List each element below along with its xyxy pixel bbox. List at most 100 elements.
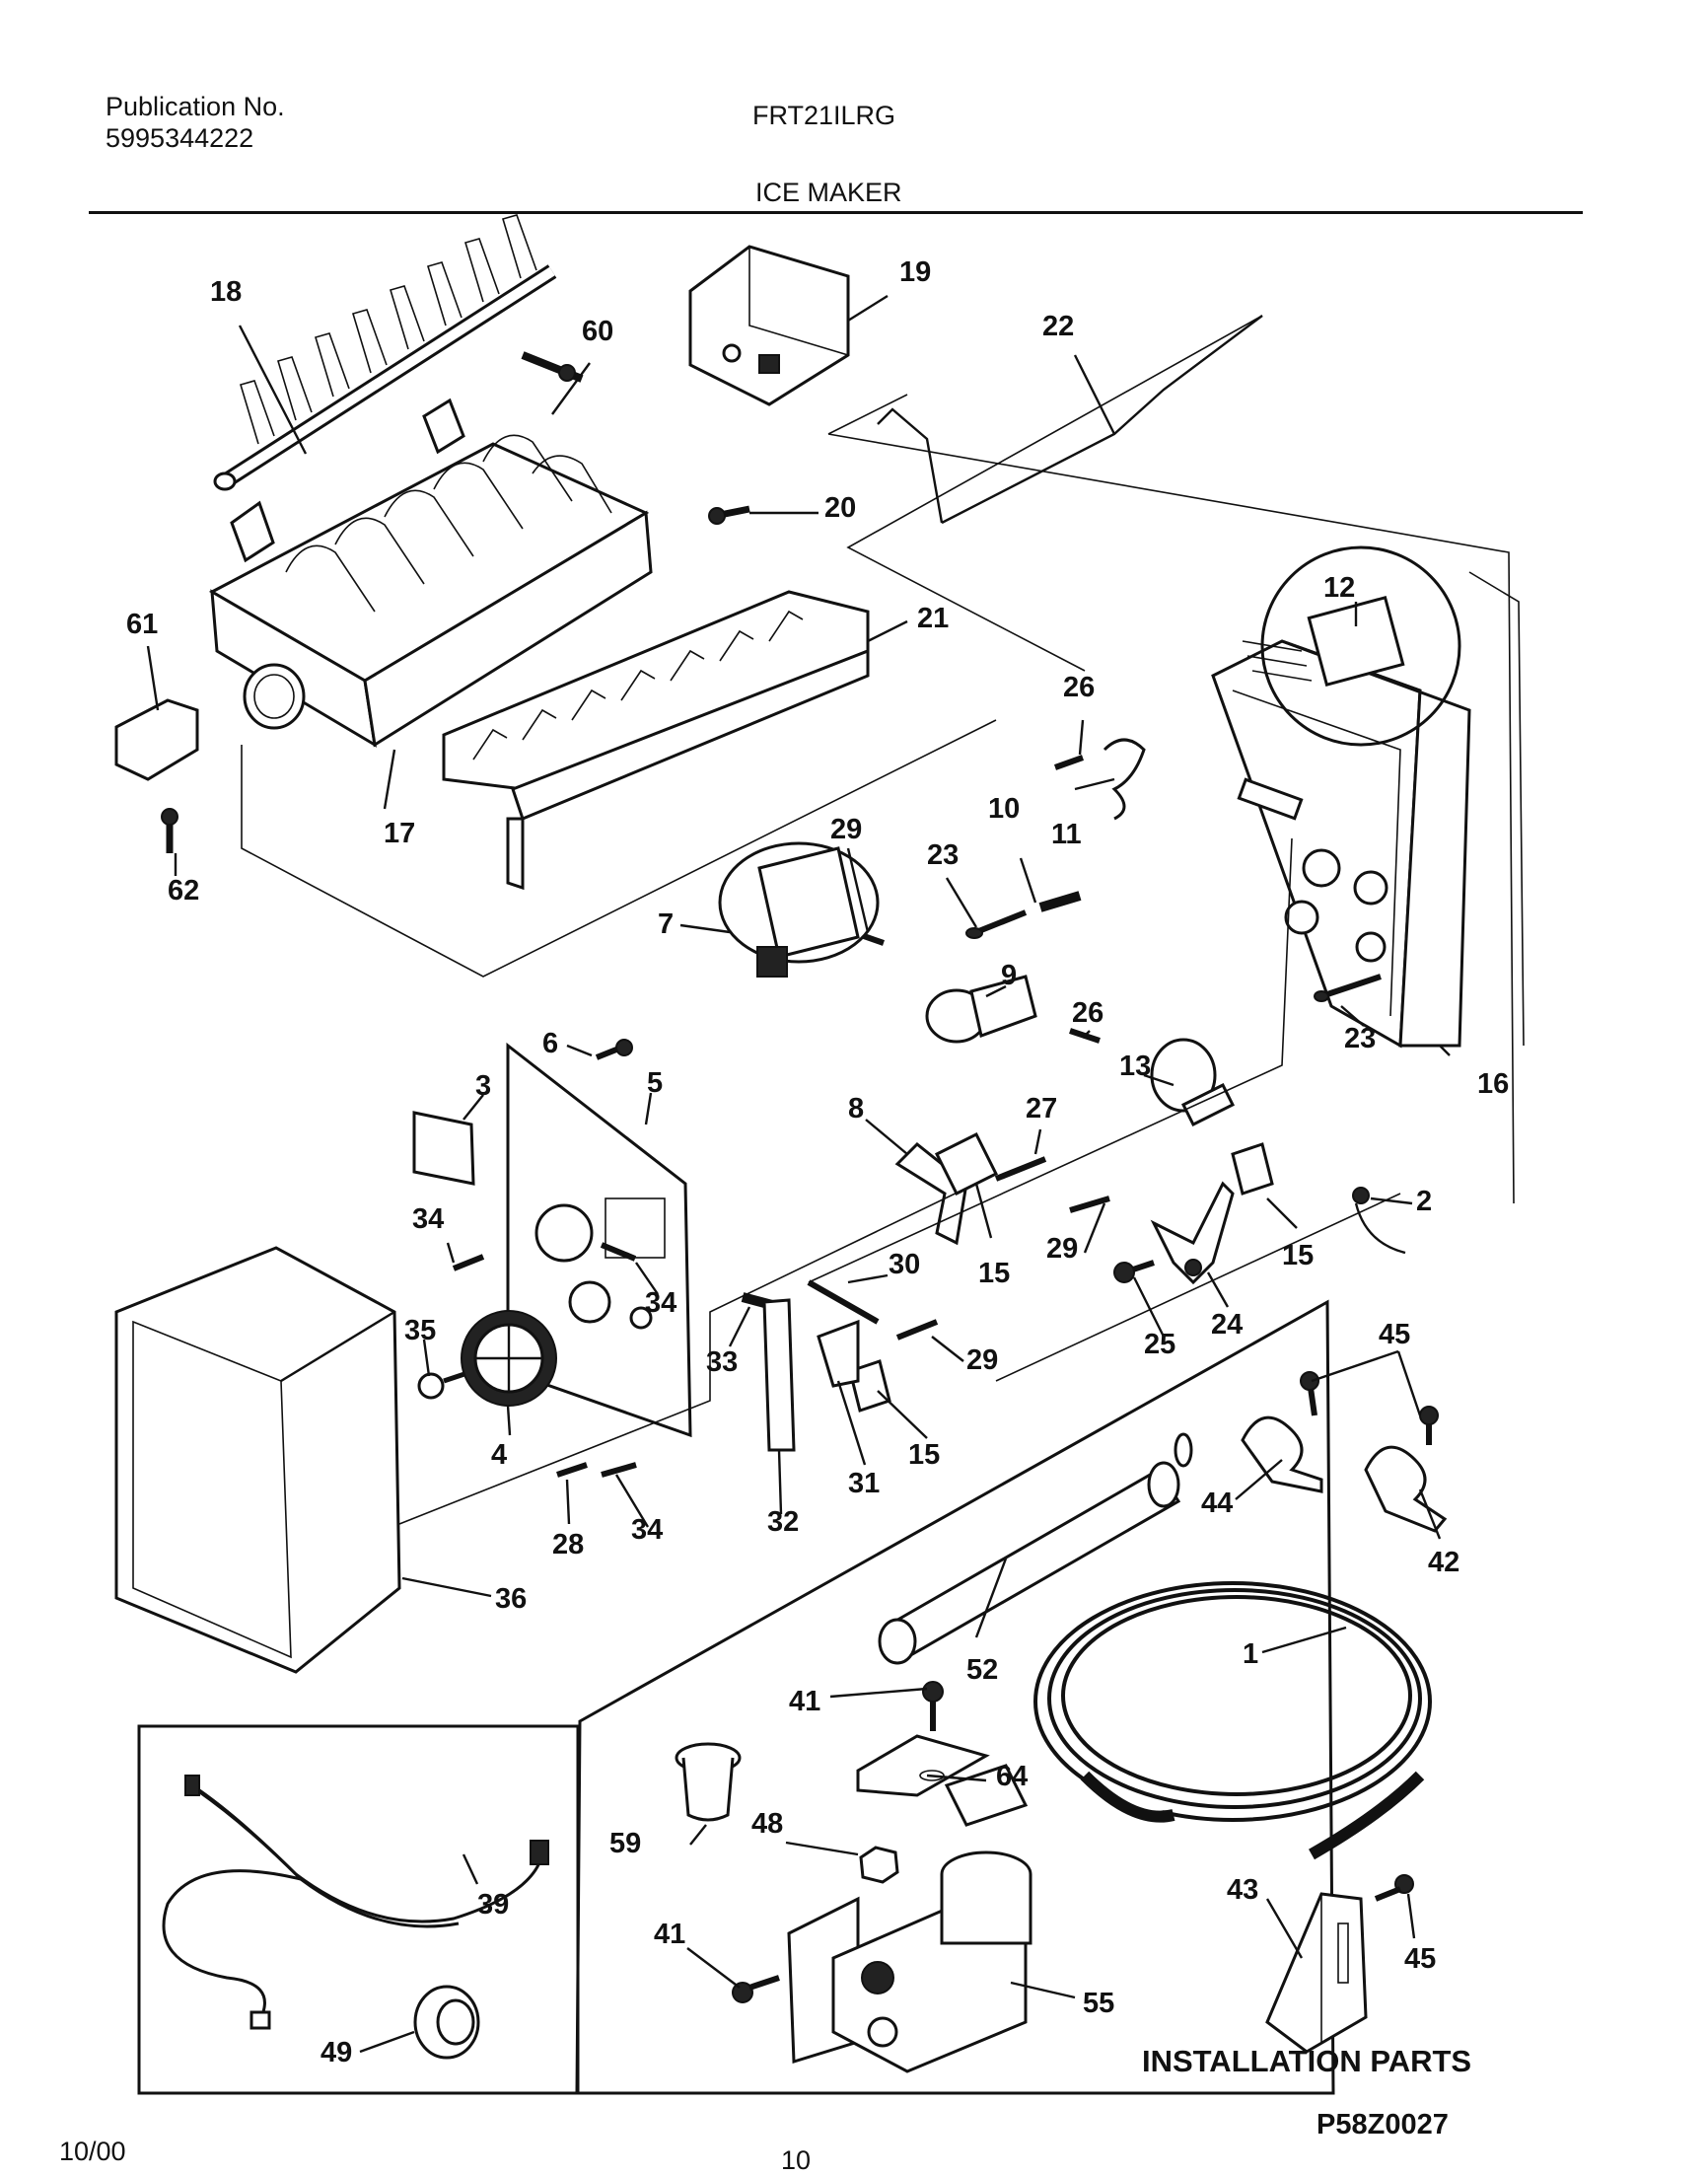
callout-34c: 34 xyxy=(631,1514,663,1546)
screw-41b xyxy=(732,1975,780,2003)
callout-2: 2 xyxy=(1416,1186,1432,1217)
screw-25 xyxy=(1113,1260,1155,1283)
callout-34a: 34 xyxy=(412,1203,444,1235)
wire-clip-11 xyxy=(1103,738,1146,821)
screw-41a xyxy=(922,1681,944,1731)
callout-42: 42 xyxy=(1428,1547,1459,1578)
callout-41b: 41 xyxy=(654,1919,685,1950)
control-housing-part xyxy=(1211,639,1471,1049)
footer-date: 10/00 xyxy=(59,2137,126,2166)
mylar-cover-3 xyxy=(412,1111,475,1186)
callout-25: 25 xyxy=(1144,1329,1175,1360)
callout-49: 49 xyxy=(320,2037,352,2068)
shield-part xyxy=(442,590,870,891)
screw-45a xyxy=(1300,1371,1439,1445)
callout-numbers: 18 60 19 22 20 21 61 17 62 12 26 11 29 1… xyxy=(126,256,1509,2068)
callout-29a: 29 xyxy=(830,814,862,845)
screw-23a xyxy=(965,909,1028,939)
screw-30 xyxy=(807,1279,880,1325)
clamp-44 xyxy=(1241,1415,1323,1493)
installation-parts-frame xyxy=(137,1299,1335,2095)
callout-61: 61 xyxy=(126,609,158,640)
callout-13: 13 xyxy=(1119,1051,1151,1082)
screw-2 xyxy=(1352,1187,1406,1255)
callout-leaders xyxy=(146,294,1451,2054)
callout-18: 18 xyxy=(210,276,242,308)
callout-27: 27 xyxy=(1026,1093,1057,1124)
callout-35: 35 xyxy=(404,1315,436,1346)
callout-23b: 23 xyxy=(1344,1023,1376,1054)
callout-15c: 15 xyxy=(908,1439,940,1471)
callout-22: 22 xyxy=(1042,311,1074,342)
bracket-43 xyxy=(1265,1892,1368,2054)
grommet-59 xyxy=(675,1742,742,1822)
callout-8: 8 xyxy=(848,1093,864,1124)
callout-16: 16 xyxy=(1477,1068,1509,1100)
callout-11: 11 xyxy=(1051,819,1082,850)
header-rule xyxy=(89,211,1583,214)
callout-30: 30 xyxy=(889,1249,920,1280)
motor-7 xyxy=(718,841,880,978)
callout-55: 55 xyxy=(1083,1988,1114,2019)
screw-34a xyxy=(452,1254,485,1271)
bracket-32 xyxy=(762,1298,796,1452)
screw-28 xyxy=(556,1462,588,1478)
front-cover-36 xyxy=(114,1246,401,1674)
nut-48 xyxy=(859,1846,899,1884)
publication-number: 5995344222 xyxy=(106,123,254,153)
screw-29b xyxy=(1069,1196,1110,1213)
switch-15b xyxy=(1231,1142,1274,1196)
callout-7: 7 xyxy=(658,908,674,940)
callout-60: 60 xyxy=(582,316,613,347)
callout-21: 21 xyxy=(917,603,949,634)
support-plate-5 xyxy=(506,1042,692,1438)
callout-9: 9 xyxy=(1001,960,1017,991)
installation-parts-label: INSTALLATION PARTS xyxy=(1142,2044,1471,2078)
water-valve-55 xyxy=(787,1764,1032,2073)
callout-20: 20 xyxy=(824,492,856,524)
callout-24: 24 xyxy=(1211,1309,1243,1341)
screw-26a xyxy=(1053,755,1085,770)
callout-33: 33 xyxy=(706,1346,738,1378)
callout-48: 48 xyxy=(751,1808,783,1840)
callout-29c: 29 xyxy=(966,1344,998,1376)
screw-29c xyxy=(895,1319,939,1341)
screw-27 xyxy=(994,1156,1047,1182)
callout-15a: 15 xyxy=(978,1258,1010,1289)
arm-24 xyxy=(1150,1181,1235,1285)
thermostat-9 xyxy=(925,975,1037,1044)
clamp-64 xyxy=(856,1734,990,1797)
callout-64: 64 xyxy=(996,1761,1028,1792)
washer-35 xyxy=(417,1368,474,1400)
callout-52: 52 xyxy=(966,1654,998,1686)
ice-mold-part xyxy=(208,398,653,748)
screw-60 xyxy=(521,351,584,383)
callout-62: 62 xyxy=(168,875,199,907)
lever-31 xyxy=(817,1319,860,1388)
callout-17: 17 xyxy=(384,818,415,849)
callout-3: 3 xyxy=(475,1070,491,1102)
callout-1: 1 xyxy=(1243,1638,1258,1670)
screw-20 xyxy=(708,505,750,525)
callout-19: 19 xyxy=(899,256,931,288)
callout-44: 44 xyxy=(1201,1487,1233,1519)
timing-gear-4 xyxy=(461,1310,557,1407)
section-title: ICE MAKER xyxy=(755,178,902,207)
bracket-61 xyxy=(114,698,199,781)
screw-45b xyxy=(1374,1874,1414,1902)
callout-12: 12 xyxy=(1323,572,1355,604)
callout-23a: 23 xyxy=(927,839,959,871)
callout-6: 6 xyxy=(542,1028,558,1059)
callout-31: 31 xyxy=(848,1468,880,1499)
publication-label: Publication No. xyxy=(106,92,285,121)
screw-34c xyxy=(601,1462,637,1478)
model-number: FRT21ILRG xyxy=(752,101,896,130)
thermostat-wire xyxy=(877,315,1263,525)
callout-43: 43 xyxy=(1227,1874,1258,1906)
screw-62 xyxy=(161,808,178,853)
fill-cup-part xyxy=(688,245,850,406)
page-number: 10 xyxy=(781,2145,812,2175)
callout-45b: 45 xyxy=(1404,1943,1436,1975)
callout-32: 32 xyxy=(767,1506,799,1538)
